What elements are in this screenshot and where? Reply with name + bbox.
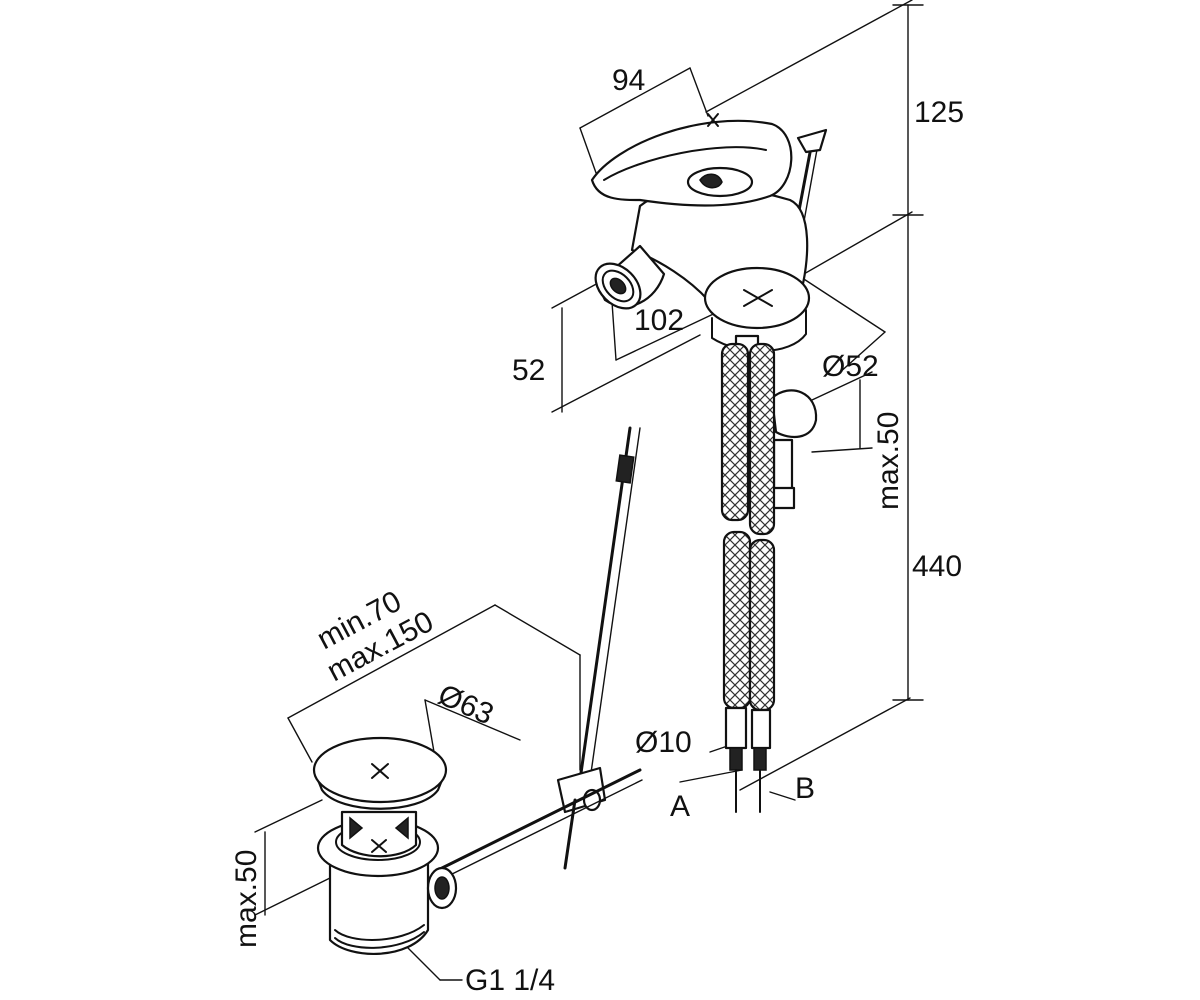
dim-spout-reach: 102 [634, 304, 684, 337]
mixer-lever [590, 119, 793, 207]
dim-lever-height: 125 [914, 96, 964, 129]
label-inlet-a: A [670, 790, 690, 823]
popup-knob [796, 128, 828, 154]
hose-a-upper [720, 342, 750, 522]
mixer-tap [590, 113, 828, 813]
hose-b-upper [748, 342, 776, 536]
popup-waste [312, 426, 643, 955]
dim-hose-diameter: Ø10 [635, 726, 692, 759]
dim-handle-width: 94 [612, 64, 645, 97]
dim-waste-diameter: Ø63 [433, 678, 498, 731]
hose-b-lower [748, 538, 776, 712]
dim-overall-height: 440 [912, 550, 962, 583]
dim-base-diameter: Ø52 [822, 350, 879, 383]
spout-nozzle [594, 244, 666, 310]
fixing-bracket [770, 389, 818, 439]
dim-deck-thickness-waste: max.50 [230, 850, 263, 948]
waste-body [328, 848, 430, 955]
dim-deck-thickness-mixer: max.50 [872, 412, 905, 510]
hose-a-lower [722, 530, 752, 710]
label-inlet-b: B [795, 772, 815, 805]
dim-spout-height: 52 [512, 354, 545, 387]
dim-waste-thread: G1 1/4 [465, 964, 555, 997]
